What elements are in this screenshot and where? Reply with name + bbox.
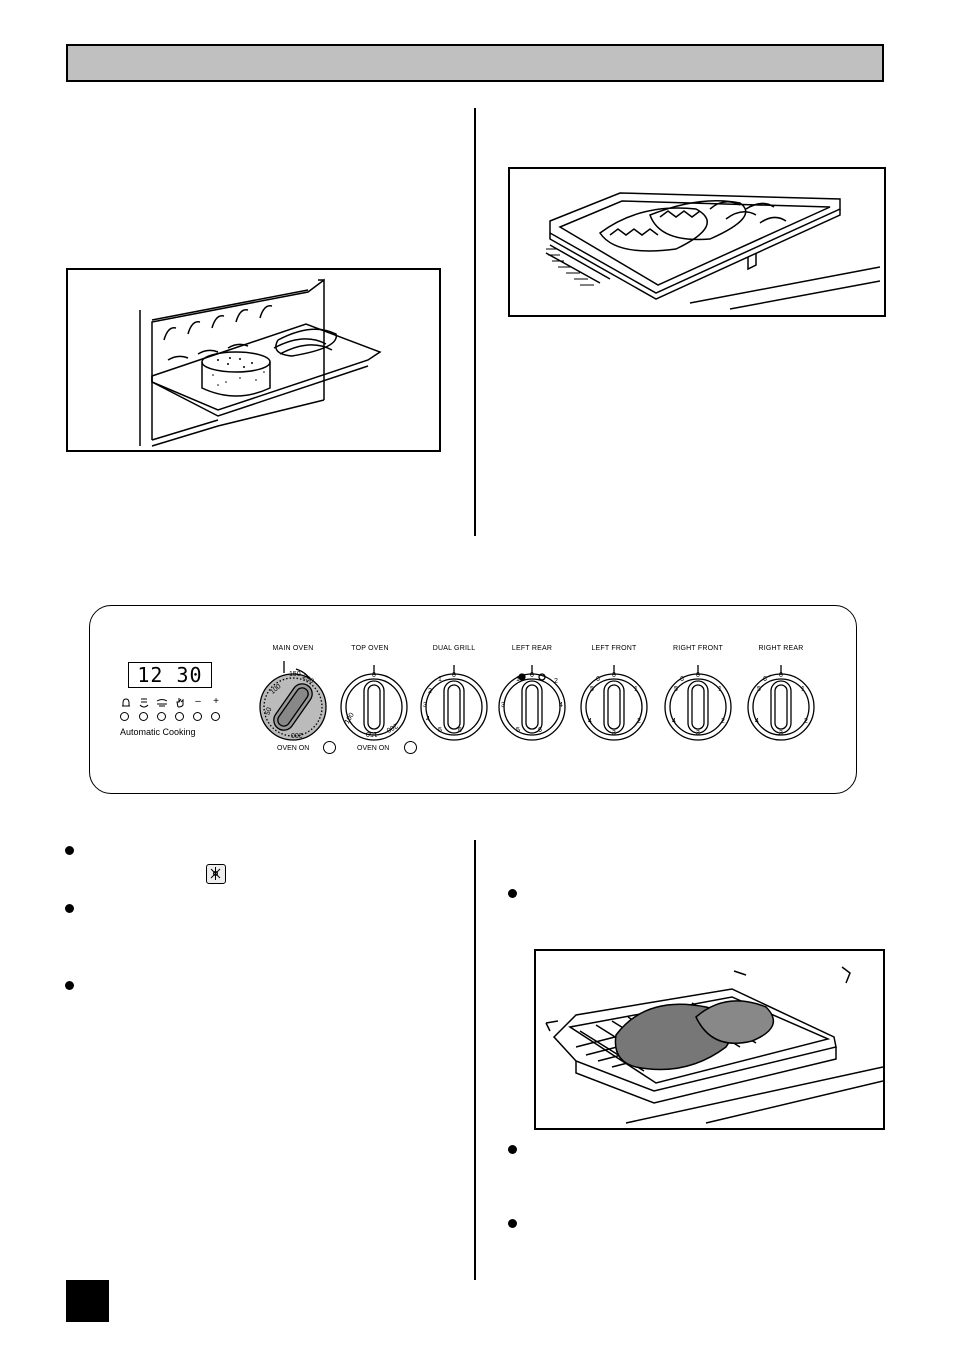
right-rear-mark: 6	[763, 676, 767, 683]
column-divider-top	[474, 108, 476, 536]
end-time-button[interactable]	[157, 712, 166, 721]
left-rear-mark: 6	[538, 727, 542, 734]
left-rear-mark: 5	[516, 727, 520, 734]
left-rear-mark: 1	[516, 676, 520, 683]
bell-icon	[119, 698, 133, 711]
left-front-mark: 1	[634, 686, 638, 693]
bullet-marker	[508, 1145, 517, 1154]
right-rear-mark: 2	[804, 718, 808, 725]
dual-grill-mark: 0	[452, 672, 456, 679]
dual-grill-knob[interactable]	[420, 665, 488, 741]
top-oven-on-lamp	[404, 741, 417, 754]
clock-time: 12 30	[137, 663, 203, 687]
bullet-marker	[65, 981, 74, 990]
fan-oven-icon	[206, 864, 226, 884]
top-oven-knob[interactable]	[340, 665, 408, 741]
left-rear-mark: 4	[559, 702, 563, 709]
main-oven-on-label: OVEN ON	[277, 745, 310, 752]
end-time-icon	[155, 698, 169, 711]
left-front-mark: 3	[612, 730, 616, 737]
section-header-bar	[66, 44, 884, 82]
knobs-row	[259, 661, 815, 741]
knob-label-main-oven: MAIN OVEN	[272, 645, 314, 652]
left-rear-mark: 2	[554, 678, 558, 685]
dual-grill-mark: 4	[426, 716, 430, 723]
control-panel	[89, 605, 857, 794]
bullet-marker	[65, 904, 74, 913]
right-rear-mark: 4	[755, 718, 759, 725]
knob-label-dual-grill: DUAL GRILL	[432, 645, 476, 652]
knob-label-left-rear: LEFT REAR	[511, 645, 553, 652]
fish-grill-pan-illustration	[545, 192, 881, 310]
right-front-mark: 0	[696, 672, 700, 679]
right-rear-mark: 1	[801, 686, 805, 693]
dual-grill-mark: 5	[438, 727, 442, 734]
top-oven-mark: 150	[366, 730, 378, 737]
dual-grill-mark: 1	[438, 676, 442, 683]
clock-display: 12 30	[128, 662, 212, 688]
left-rear-mark: 3	[501, 702, 505, 709]
left-front-mark: 6	[596, 676, 600, 683]
left-front-mark: 0	[612, 672, 616, 679]
bell-button[interactable]	[120, 712, 129, 721]
main-oven-mark: 150	[289, 671, 301, 678]
main-oven-on-lamp	[323, 741, 336, 754]
right-front-mark: 6	[680, 676, 684, 683]
top-oven-mark: 0	[372, 672, 376, 679]
knob-label-right-front: RIGHT FRONT	[673, 645, 723, 652]
baking-tray-figure	[66, 268, 441, 452]
column-divider-bottom	[474, 840, 476, 1280]
left-front-knob[interactable]	[580, 665, 648, 741]
dual-grill-mark: 2	[428, 688, 432, 695]
bullet-marker	[508, 1219, 517, 1228]
right-rear-mark: 3	[779, 730, 783, 737]
meat-grill-pan-figure	[534, 949, 885, 1130]
left-front-mark: 4	[588, 718, 592, 725]
right-front-mark: 1	[718, 686, 722, 693]
minus-button-label: –	[195, 696, 201, 707]
plus-button[interactable]	[211, 712, 220, 721]
manual-hand-icon	[173, 697, 187, 711]
cook-time-icon	[137, 698, 151, 711]
right-rear-mark: 0	[779, 672, 783, 679]
meat-grill-pan-illustration	[545, 966, 884, 1124]
fish-grill-pan-figure	[508, 167, 886, 317]
minus-button[interactable]	[193, 712, 202, 721]
plus-button-label: +	[213, 696, 219, 707]
bullet-marker	[65, 846, 74, 855]
main-oven-knob[interactable]	[259, 661, 327, 741]
bullet-marker	[508, 889, 517, 898]
left-rear-knob[interactable]	[498, 665, 566, 741]
knob-label-right-rear: RIGHT REAR	[758, 645, 804, 652]
manual-button[interactable]	[175, 712, 184, 721]
left-rear-mark: 0	[530, 672, 534, 679]
dual-grill-mark: 6	[458, 727, 462, 734]
right-rear-knob[interactable]	[747, 665, 815, 741]
left-front-mark: 2	[637, 718, 641, 725]
right-rear-mark: 5	[757, 686, 761, 693]
top-oven-on-label: OVEN ON	[357, 745, 390, 752]
left-front-mark: 5	[590, 686, 594, 693]
right-front-mark: 2	[721, 718, 725, 725]
right-front-mark: 4	[672, 718, 676, 725]
dual-grill-mark: 3	[423, 702, 427, 709]
knob-label-top-oven: TOP OVEN	[351, 645, 389, 652]
cook-time-button[interactable]	[139, 712, 148, 721]
right-front-mark: 5	[674, 686, 678, 693]
automatic-cooking-label: Automatic Cooking	[120, 727, 196, 737]
page-number-block	[66, 1280, 109, 1322]
right-front-mark: 3	[696, 730, 700, 737]
baking-tray-illustration	[139, 278, 382, 447]
main-oven-mark: 200	[291, 731, 303, 738]
knob-label-left-front: LEFT FRONT	[591, 645, 637, 652]
right-front-knob[interactable]	[664, 665, 732, 741]
